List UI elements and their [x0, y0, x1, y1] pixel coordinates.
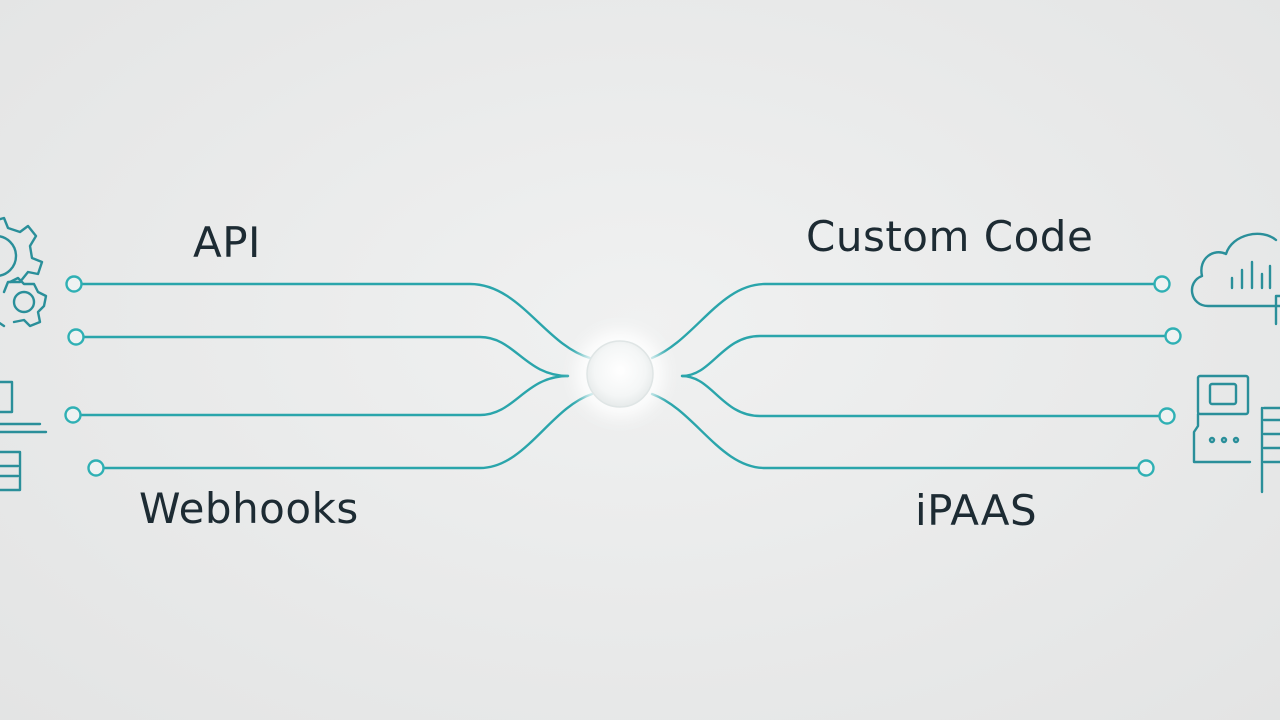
- node-right-2: [1164, 327, 1182, 345]
- node-left-2: [67, 328, 85, 346]
- server-panel-icon: [1192, 374, 1280, 494]
- label-ipaas: iPAAS: [915, 486, 1038, 535]
- node-left-4: [87, 459, 105, 477]
- gears-icon: [0, 216, 48, 328]
- left-connector-wires: [71, 282, 594, 470]
- node-right-1: [1153, 275, 1171, 293]
- wire-right-2: [680, 334, 1175, 378]
- label-webhooks: Webhooks: [139, 484, 359, 533]
- wire-right-4: [650, 392, 1148, 470]
- node-left-1: [65, 275, 83, 293]
- central-hub: [576, 330, 664, 418]
- label-custom-code: Custom Code: [806, 212, 1094, 261]
- computer-terminal-icon: [0, 380, 48, 492]
- node-right-3: [1158, 407, 1176, 425]
- hub-node: [586, 340, 654, 408]
- cloud-chart-icon: [1190, 232, 1280, 326]
- label-api: API: [193, 218, 261, 267]
- wire-right-1: [650, 282, 1164, 360]
- wire-left-4: [94, 392, 594, 470]
- node-right-4: [1137, 459, 1155, 477]
- wire-left-2: [74, 335, 570, 378]
- right-connector-wires: [650, 282, 1175, 470]
- endpoint-nodes: [64, 275, 1182, 477]
- node-left-3: [64, 406, 82, 424]
- wire-left-3: [71, 374, 570, 417]
- wire-left-1: [72, 282, 592, 360]
- wire-right-3: [680, 374, 1169, 418]
